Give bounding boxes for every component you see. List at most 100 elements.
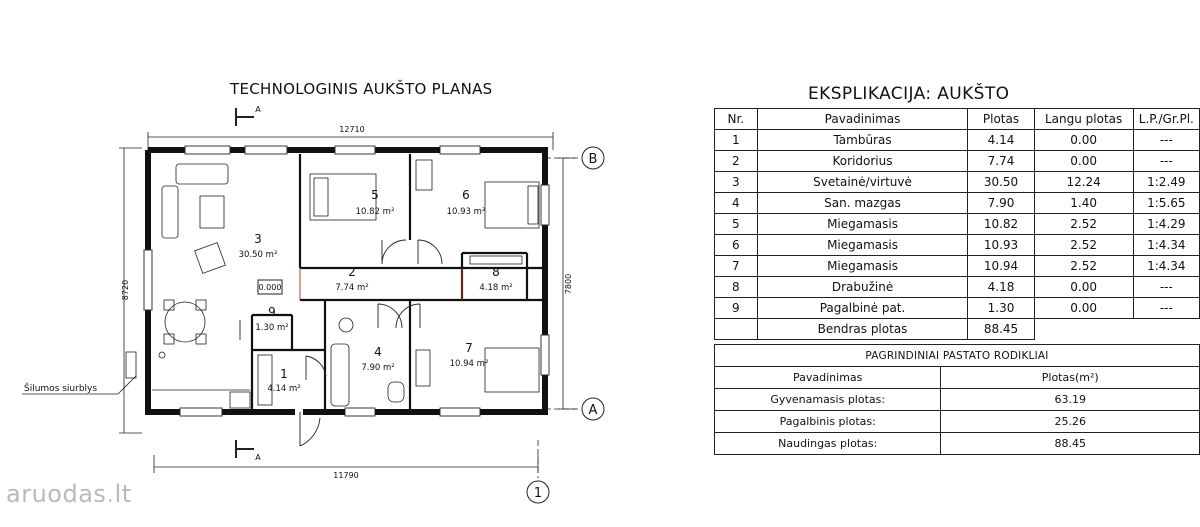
explication-cell: 7.90 (967, 192, 1035, 214)
header-area: Plotas (967, 108, 1035, 130)
room-5-number: 5 (371, 188, 379, 202)
indicator-cell: Gyvenamasis plotas: (713, 388, 942, 411)
explication-cell: 1:4.34 (1132, 255, 1200, 277)
axis-a-circle (581, 397, 605, 421)
header-name: Pavadinimas (756, 108, 969, 130)
explication-cell: --- (1132, 276, 1200, 298)
explication-cell: 0.00 (1033, 129, 1134, 151)
explication-cell: 2.52 (1033, 213, 1134, 235)
header-ratio: L.P./Gr.Pl. (1132, 108, 1200, 130)
room-3-number: 3 (254, 232, 262, 246)
explication-table: Nr. Pavadinimas Plotas Langu plotas L.P.… (714, 108, 1200, 340)
explication-cell: Miegamasis (756, 213, 969, 235)
room-4-number: 4 (374, 345, 382, 359)
explication-cell: --- (1132, 129, 1200, 151)
room-8-area: 4.18 m² (479, 283, 512, 293)
room-8-number: 8 (492, 265, 500, 279)
outer-walls (145, 147, 548, 415)
room-5-area: 10.82 m² (356, 207, 395, 217)
section-mark-bottom: A (255, 453, 261, 462)
explication-cell: Miegamasis (756, 234, 969, 256)
plan-title: TECHNOLOGINIS AUKŠTO PLANAS (230, 80, 493, 98)
explication-cell: Tambūras (756, 129, 969, 151)
indicator-row: Pagalbinis plotas:25.26 (713, 410, 1200, 433)
indicators-title-row: PAGRINDINIAI PASTATO RODIKLIAI (714, 344, 1200, 367)
room-3-area: 30.50 m² (239, 250, 278, 260)
room-7-area: 10.94 m² (450, 359, 489, 369)
axis-b-circle (581, 146, 605, 170)
section-marks (235, 108, 254, 458)
explication-cell: 1:4.29 (1132, 213, 1200, 235)
indicators-col-area: Plotas(m²) (940, 366, 1200, 389)
explication-cell: 9 (714, 297, 758, 319)
explication-cell: Svetainė/virtuvė (756, 171, 969, 193)
explication-cell: 5 (714, 213, 758, 235)
room-1-area: 4.14 m² (267, 384, 300, 394)
explication-header-row: Nr. Pavadinimas Plotas Langu plotas L.P.… (714, 108, 1200, 130)
watermark-logo: aruodas.lt (6, 480, 132, 508)
total-label: Bendras plotas (756, 318, 969, 340)
room-9-area: 1.30 m² (255, 323, 288, 333)
indicator-cell: 25.26 (940, 410, 1200, 433)
explication-cell: San. mazgas (756, 192, 969, 214)
indicator-cell: 63.19 (940, 388, 1200, 411)
explication-cell: Pagalbinė pat. (756, 297, 969, 319)
header-nr: Nr. (714, 108, 758, 130)
furniture (125, 159, 540, 409)
indicator-cell: Naudingas plotas: (713, 432, 942, 455)
explication-cell: 4 (714, 192, 758, 214)
floor-plan: 3 30.50 m² 2 7.74 m² 5 10.82 m² 6 10.93 … (22, 105, 605, 504)
explication-cell: 4.18 (967, 276, 1035, 298)
doors (239, 239, 443, 447)
indicators-title: PAGRINDINIAI PASTATO RODIKLIAI (714, 344, 1200, 367)
dim-top: 12710 (339, 125, 364, 134)
dimension-lines (119, 132, 580, 478)
indicator-row: Naudingas plotas:88.45 (713, 432, 1200, 455)
level-box-value: 0.000 (259, 283, 282, 292)
explication-cell: 1.30 (967, 297, 1035, 319)
explication-cell: 0.00 (1033, 150, 1134, 172)
header-window-area: Langu plotas (1033, 108, 1134, 130)
explication-cell: 2.52 (1033, 255, 1134, 277)
room-7-number: 7 (465, 341, 473, 355)
total-value: 88.45 (967, 318, 1035, 340)
total-row: Bendras plotas 88.45 (714, 318, 1200, 340)
explication-cell: 30.50 (967, 171, 1035, 193)
axis-1-label: 1 (534, 486, 542, 501)
explication-cell: 1:5.65 (1132, 192, 1200, 214)
explication-cell: 2 (714, 150, 758, 172)
room-6-area: 10.93 m² (447, 207, 486, 217)
dim-right: 7800 (564, 274, 573, 294)
explication-cell: --- (1132, 150, 1200, 172)
indicator-row: Gyvenamasis plotas:63.19 (713, 388, 1200, 411)
explication-cell: 10.93 (967, 234, 1035, 256)
explication-cell: 7 (714, 255, 758, 277)
explication-cell: 1.40 (1033, 192, 1134, 214)
axis-a-label: A (589, 403, 598, 418)
dim-left: 8720 (121, 280, 130, 300)
explication-cell: 1:4.34 (1132, 234, 1200, 256)
explication-cell: 1 (714, 129, 758, 151)
explication-cell: 12.24 (1033, 171, 1134, 193)
explication-cell: --- (1132, 297, 1200, 319)
room-6-number: 6 (462, 188, 470, 202)
explication-cell: Drabužinė (756, 276, 969, 298)
explication-cell: 7.74 (967, 150, 1035, 172)
explication-cell: 10.94 (967, 255, 1035, 277)
explication-cell: 6 (714, 234, 758, 256)
explication-cell: 3 (714, 171, 758, 193)
room-2-area: 7.74 m² (335, 283, 368, 293)
pump-label: Šilumos siurblys (24, 382, 97, 394)
indicators-col-name: Pavadinimas (713, 366, 942, 389)
explication-cell: 1:2.49 (1132, 171, 1200, 193)
explication-cell: 0.00 (1033, 276, 1134, 298)
axis-1-circle (526, 480, 550, 504)
room-2-number: 2 (348, 265, 356, 279)
